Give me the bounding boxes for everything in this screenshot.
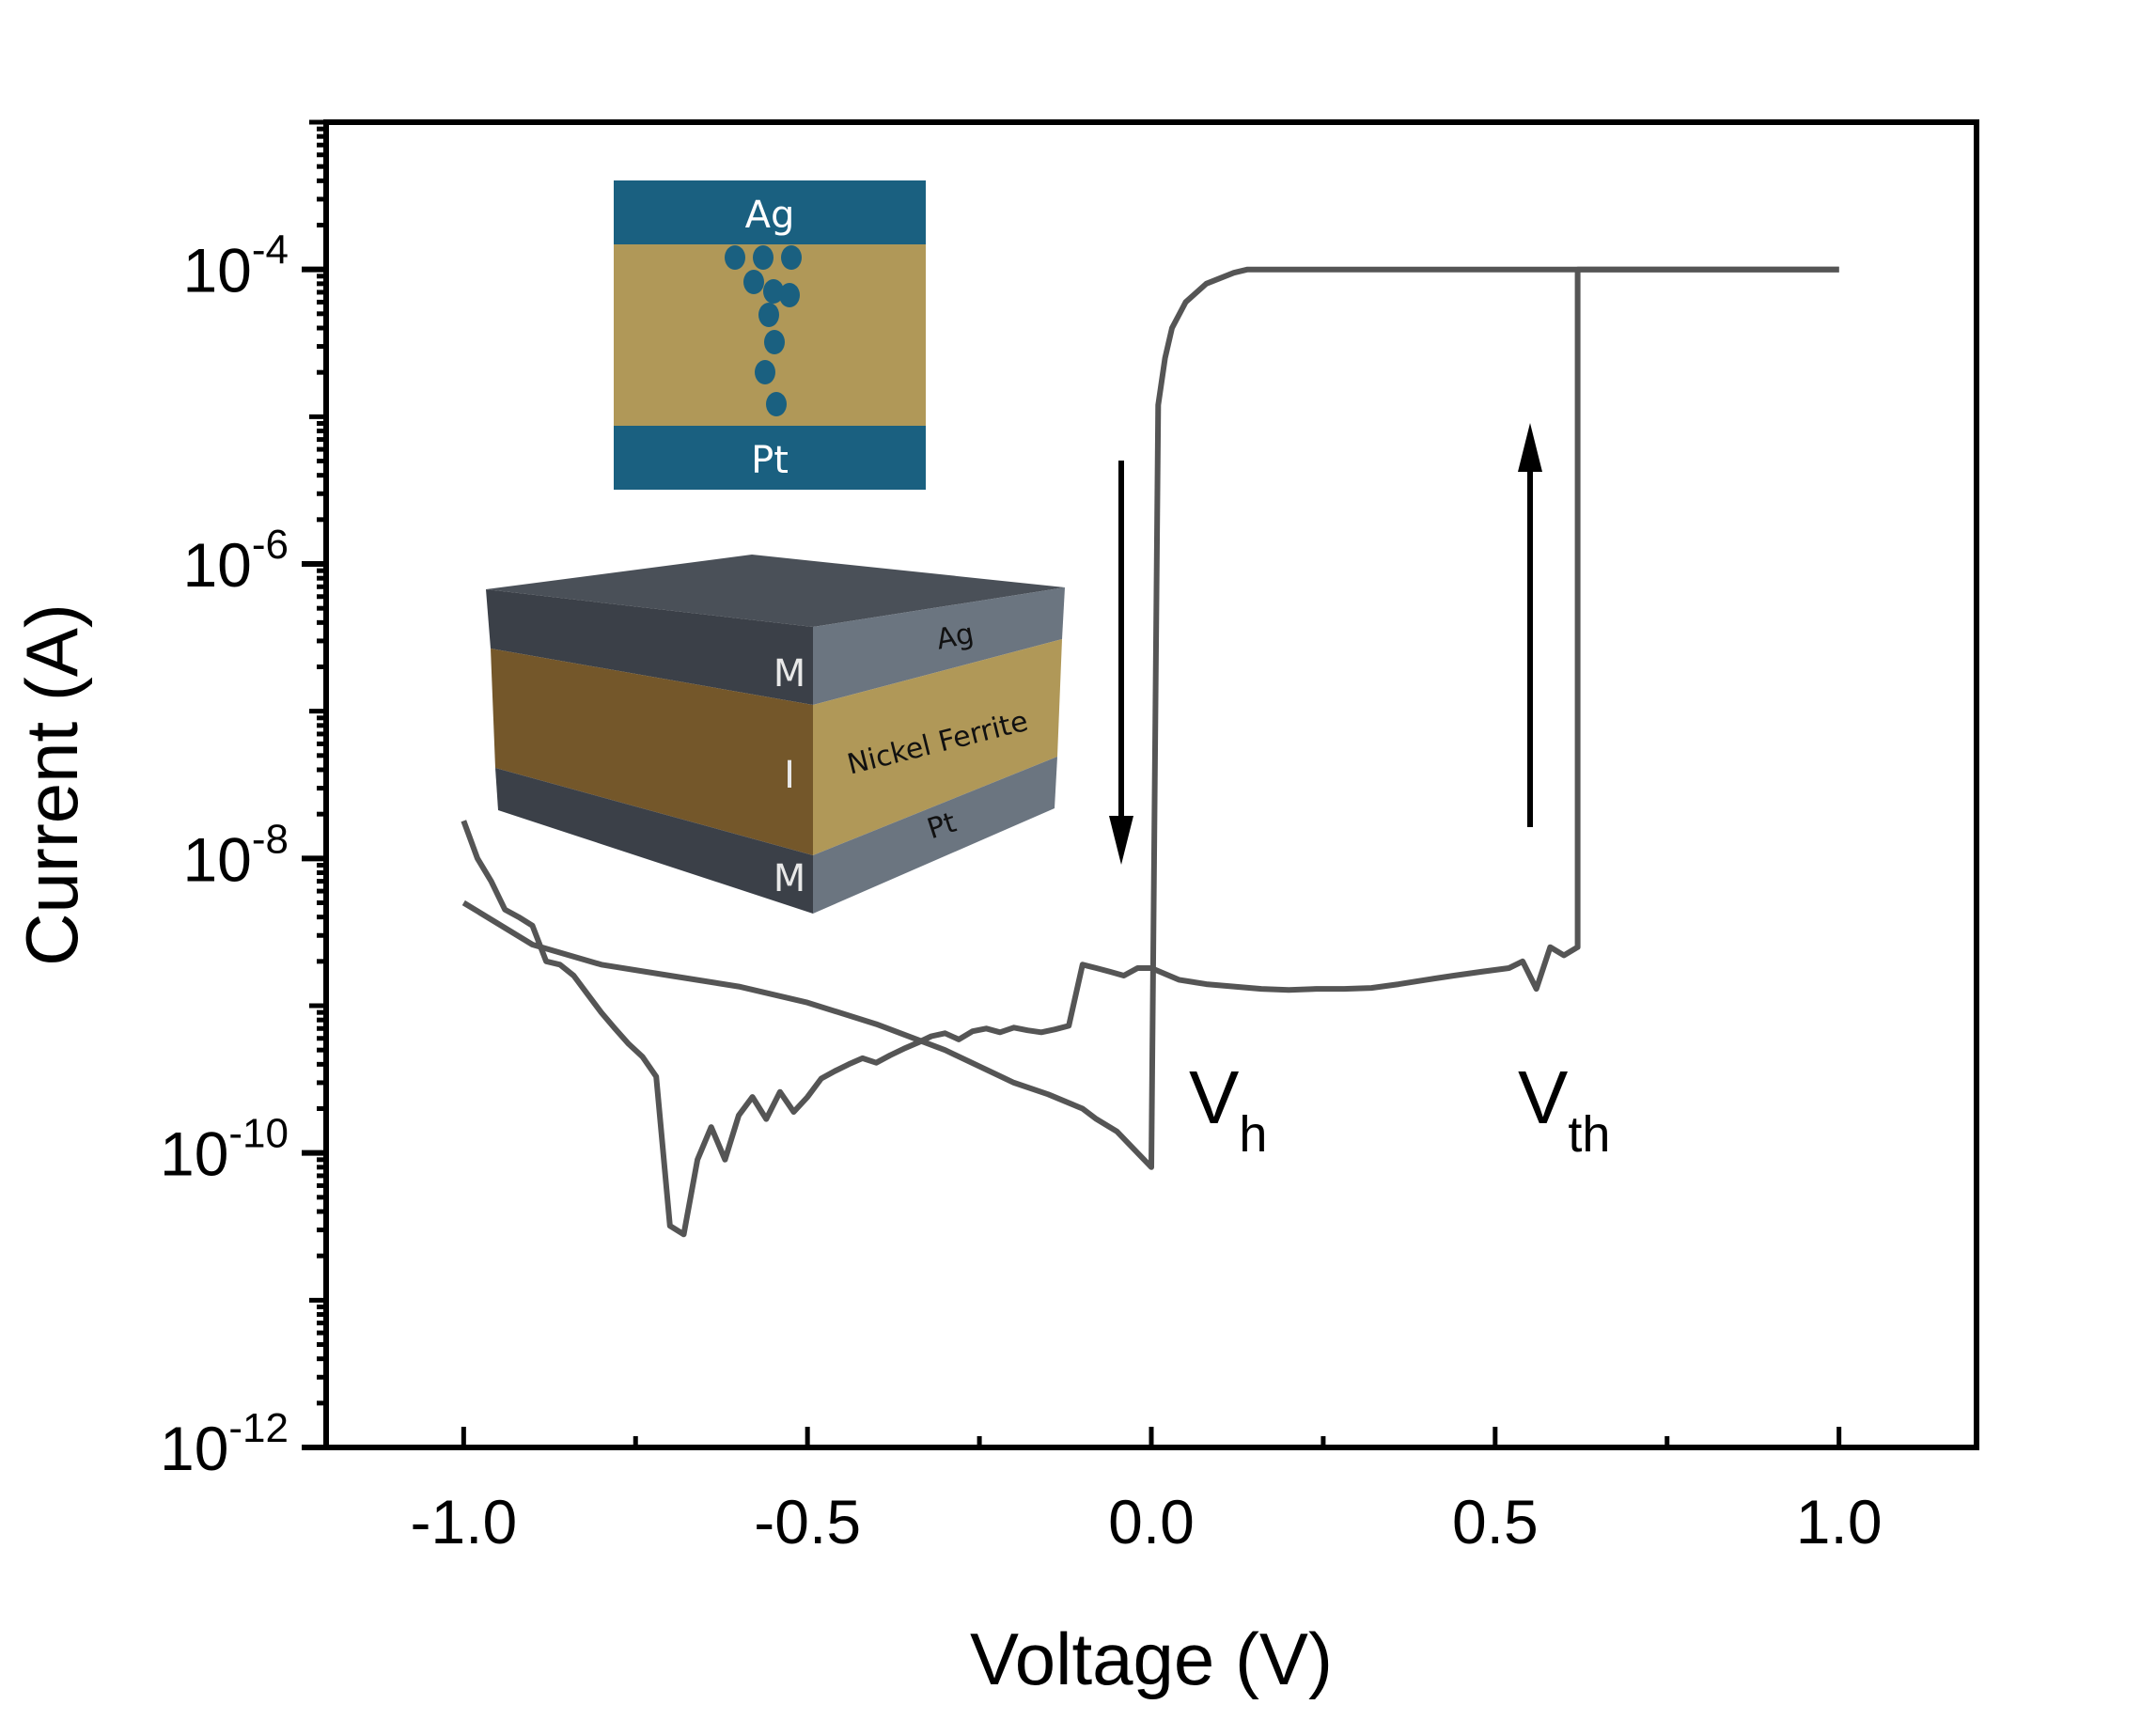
- annotation-vh: Vh: [1189, 1056, 1267, 1163]
- stack-inset: Ag Nickel Ferrite Pt M I M: [486, 555, 1065, 914]
- y-tick-label: 10-8: [182, 816, 289, 894]
- x-axis-title: Voltage (V): [970, 1618, 1333, 1700]
- x-tick-label: 0.0: [1108, 1487, 1195, 1556]
- arrow-up: [1518, 423, 1542, 827]
- arrow-down: [1109, 461, 1133, 865]
- series-group: [461, 266, 1839, 1238]
- y-tick-label: 10-6: [182, 522, 289, 600]
- annotation-vth: Vth: [1518, 1056, 1610, 1163]
- x-tick-label: 1.0: [1796, 1487, 1883, 1556]
- stack-top-label: Ag: [933, 618, 977, 657]
- stack-side-label-middle: I: [784, 754, 795, 797]
- stack-side-label-bottom: M: [774, 857, 806, 900]
- series-line-2: [461, 266, 1839, 1170]
- stack-side-label-top: M: [774, 652, 806, 696]
- x-tick-label: -0.5: [754, 1487, 861, 1556]
- y-tick-label: 10-12: [160, 1405, 289, 1483]
- y-tick-label: 10-10: [160, 1111, 289, 1189]
- x-tick-label: 0.5: [1452, 1487, 1539, 1556]
- y-axis-title: Current (A): [10, 603, 93, 966]
- series-line-3: [461, 820, 1151, 1238]
- filament-inset: Ag Pt: [614, 180, 926, 490]
- filament-dots: [725, 245, 802, 416]
- series-line-1: [1149, 266, 1839, 993]
- y-axis-ticks: 10-4 10-6 10-8 10-10 10-12: [160, 119, 326, 1483]
- filament-top-label: Ag: [745, 194, 795, 237]
- x-tick-label: -1.0: [410, 1487, 517, 1556]
- filament-bottom-label: Pt: [751, 439, 789, 482]
- x-axis-ticks: -1.0 -0.5 0.0 0.5 1.0: [410, 1427, 1883, 1556]
- y-tick-label: 10-4: [182, 227, 289, 305]
